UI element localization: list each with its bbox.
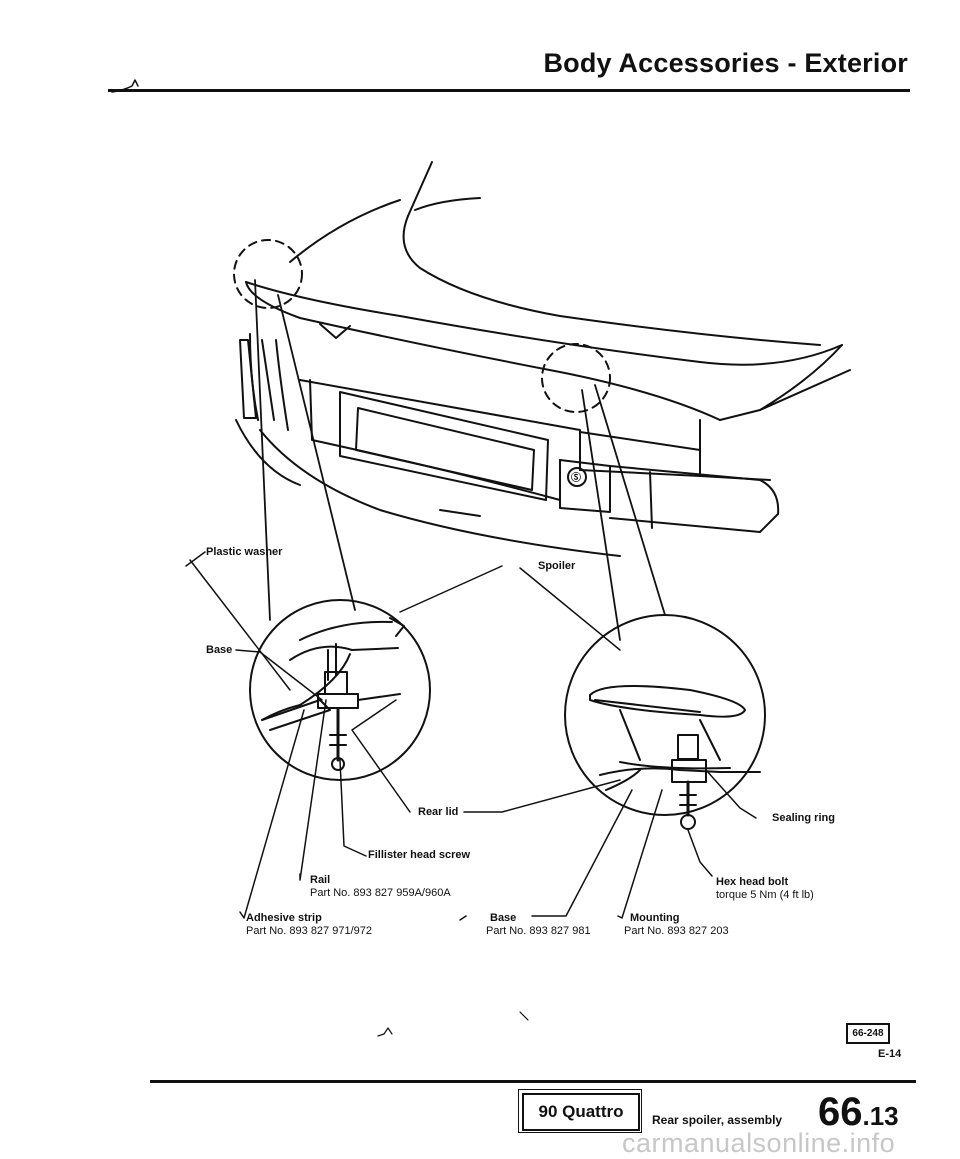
header-scribble: [111, 79, 139, 93]
footer-rule: [150, 1080, 916, 1083]
section-caption: Rear spoiler, assembly: [652, 1113, 783, 1127]
label-sealing-ring: Sealing ring: [772, 812, 835, 824]
car-rear-drawing: Ⓢ: [235, 161, 851, 557]
base-part-number: Part No. 893 827 981: [486, 925, 591, 937]
page-title: Body Accessories - Exterior: [543, 48, 908, 78]
rail-part-number: Part No. 893 827 959A/960A: [310, 887, 451, 899]
section-number-sub: .13: [862, 1101, 899, 1131]
section-number-main: 66: [818, 1090, 863, 1134]
label-spoiler: Spoiler: [538, 560, 576, 572]
figure-code-box: 66-248: [846, 1023, 890, 1044]
page-specks: [377, 1011, 529, 1037]
section-number: 66.13: [818, 1090, 899, 1135]
label-fillister-screw: Fillister head screw: [368, 849, 471, 861]
label-hex-bolt: Hex head bolt torque 5 Nm (4 ft lb): [716, 876, 814, 901]
detail-circle-right: [541, 343, 611, 413]
model-box: 90 Quattro: [518, 1089, 642, 1133]
label-adhesive-strip: Adhesive strip Part No. 893 827 971/972: [246, 912, 372, 937]
watermark: carmanualsonline.info: [622, 1128, 896, 1158]
projection-lines: [254, 279, 666, 641]
page-code: E-14: [878, 1048, 902, 1060]
adhesive-strip-part-number: Part No. 893 827 971/972: [246, 925, 372, 937]
right-detail-view: [564, 614, 766, 830]
label-mounting: Mounting Part No. 893 827 203: [624, 912, 729, 937]
mounting-part-number: Part No. 893 827 203: [624, 925, 729, 937]
label-plastic-washer: Plastic washer: [206, 546, 283, 558]
detail-circle-left: [233, 239, 303, 309]
label-base-left: Base: [206, 644, 233, 656]
left-detail-view: [249, 599, 431, 781]
svg-text:Ⓢ: Ⓢ: [571, 471, 581, 484]
label-base-bottom: Base Part No. 893 827 981: [468, 912, 591, 938]
label-rear-lid: Rear lid: [418, 806, 459, 818]
header-rule: [108, 89, 910, 92]
hex-bolt-torque: torque 5 Nm (4 ft lb): [716, 889, 814, 901]
leader-lines: [185, 551, 757, 921]
label-rail: Rail Part No. 893 827 959A/960A: [310, 874, 451, 899]
